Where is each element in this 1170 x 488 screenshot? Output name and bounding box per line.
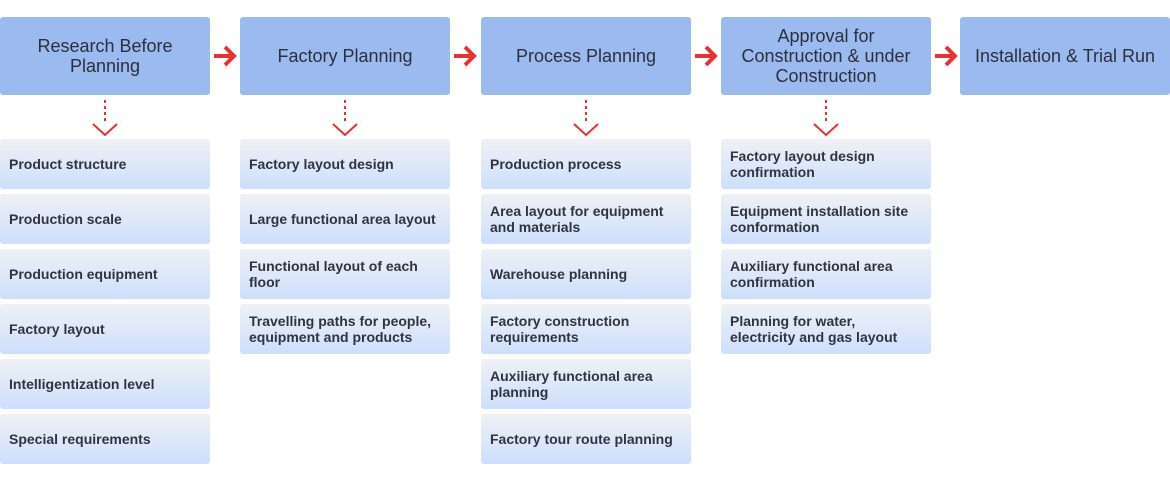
dotted-down-arrow-icon <box>332 100 358 136</box>
stage-item: Functional layout of each floor <box>240 249 450 299</box>
dotted-down-arrow-icon <box>92 100 118 136</box>
right-arrow-icon <box>213 45 237 72</box>
stage-item: Auxiliary functional area confirmation <box>721 249 931 299</box>
stage-item: Large functional area layout <box>240 194 450 244</box>
stage-item: Intelligentization level <box>0 359 210 409</box>
stage-item: Travelling paths for people, equipment a… <box>240 304 450 354</box>
stage-column: Installation & Trial Run <box>960 17 1170 95</box>
stage-item: Area layout for equipment and materials <box>481 194 691 244</box>
stage-item: Product structure <box>0 139 210 189</box>
right-arrow-icon <box>694 45 718 72</box>
stage-item: Production scale <box>0 194 210 244</box>
stage-item: Production equipment <box>0 249 210 299</box>
stage-header: Research Before Planning <box>0 17 210 95</box>
stage-item: Factory layout <box>0 304 210 354</box>
stage-column: Approval for Construction & under Constr… <box>721 17 931 359</box>
stage-item: Factory construction requirements <box>481 304 691 354</box>
stage-item: Production process <box>481 139 691 189</box>
stage-item: Planning for water, electricity and gas … <box>721 304 931 354</box>
stage-item: Equipment installation site conformation <box>721 194 931 244</box>
stage-item: Factory layout design confirmation <box>721 139 931 189</box>
dotted-down-arrow-icon <box>573 100 599 136</box>
stage-item: Warehouse planning <box>481 249 691 299</box>
right-arrow-icon <box>934 45 958 72</box>
stage-item: Factory layout design <box>240 139 450 189</box>
stage-header: Process Planning <box>481 17 691 95</box>
stage-item: Special requirements <box>0 414 210 464</box>
stage-header: Factory Planning <box>240 17 450 95</box>
stage-header: Approval for Construction & under Constr… <box>721 17 931 95</box>
stage-header: Installation & Trial Run <box>960 17 1170 95</box>
right-arrow-icon <box>453 45 477 72</box>
dotted-down-arrow-icon <box>813 100 839 136</box>
stage-item: Factory tour route planning <box>481 414 691 464</box>
stage-item: Auxiliary functional area planning <box>481 359 691 409</box>
